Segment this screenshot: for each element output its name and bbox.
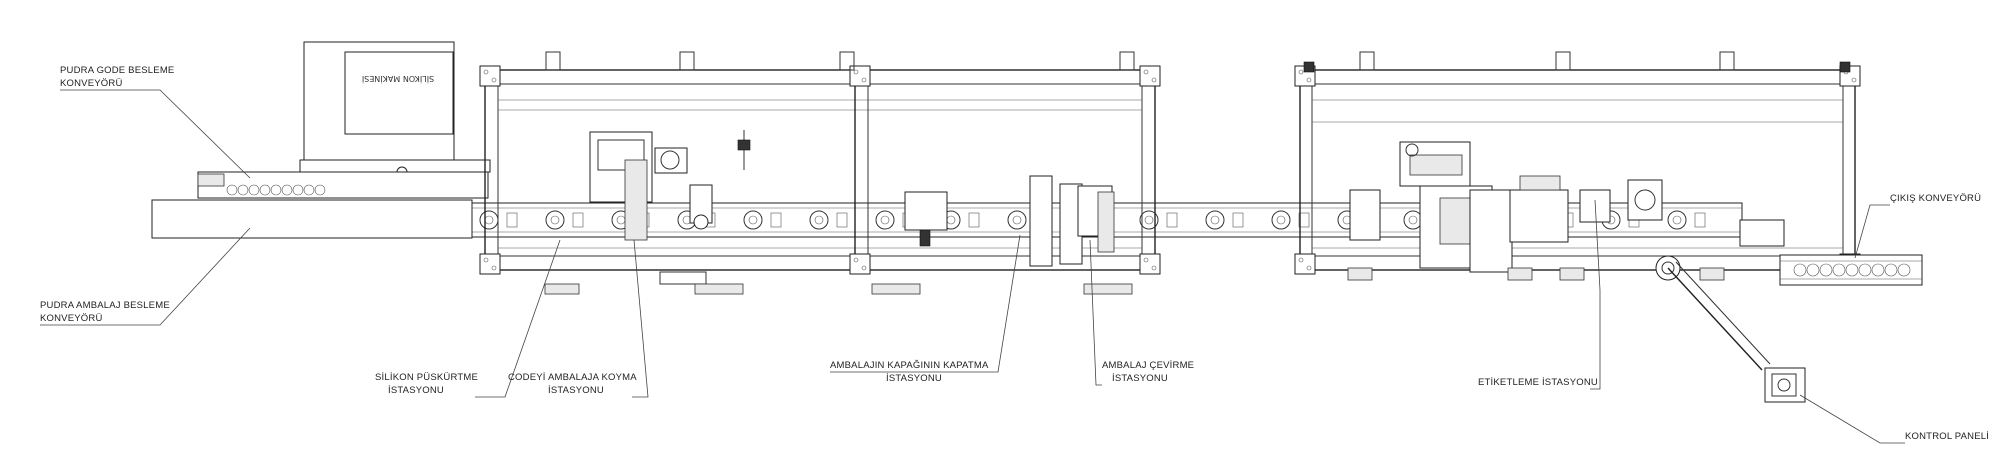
gode-item [259,184,271,196]
roller [1667,210,1687,230]
frame-bracket [849,65,871,87]
roller-hub [814,215,824,225]
output-item [1845,263,1859,277]
label-pudra-gode-1: PUDRA GODE BESLEME [60,65,174,76]
bolt [1851,77,1857,83]
output-item [1871,263,1885,277]
bolt [853,257,859,263]
roller-block [770,212,782,228]
gode-item [281,184,293,196]
roller-block [506,212,518,228]
frame-bracket [479,253,501,275]
frame-2 [1294,51,1861,281]
output-item [1858,263,1872,277]
left-feed-section: SİLİKON MAKİNESİ [151,41,491,239]
label-cevirme-2: İSTASYONU [1112,373,1168,384]
roller-block [836,212,848,228]
label-codeyi-2: İSTASYONU [548,385,604,396]
gode-item [314,184,326,196]
roller-block [968,212,980,228]
roller [875,210,895,230]
label-kontrol: KONTROL PANELİ [1905,431,1989,442]
gode-item [237,184,249,196]
frame-1 [479,51,1161,295]
label-pudra-gode-2: KONVEYÖRÜ [60,78,123,89]
roller-hub [1276,215,1286,225]
bolt [1306,77,1312,83]
gode-item [226,184,238,196]
bolt [1306,265,1312,271]
label-codeyi-1: CODEYİ AMBALAJA KOYMA [508,372,637,383]
roller-hub [1012,215,1022,225]
label-silikon-1: SİLİKON PÜSKÜRTME [375,372,478,383]
roller-hub [748,215,758,225]
bolt [1151,265,1157,271]
roller [1139,210,1159,230]
roller [809,210,829,230]
callouts: PUDRA GODE BESLEME KONVEYÖRÜ PUDRA AMBAL… [40,65,1989,444]
roller-hub [550,215,560,225]
frame-bracket [1139,253,1161,275]
label-cikis: ÇIKIŞ KONVEYÖRÜ [1890,193,1981,204]
label-etiketleme: ETİKETLEME İSTASYONU [1478,377,1598,388]
output-item [1819,263,1833,277]
bolt [861,265,867,271]
frame-bracket [849,253,871,275]
bolt [853,69,859,75]
bolt [491,265,497,271]
roller-hub [880,215,890,225]
roller [545,210,565,230]
roller [1271,210,1291,230]
roller [1205,210,1225,230]
gode-item [248,184,260,196]
roller-block [1694,212,1706,228]
bolt [483,257,489,263]
roller [1007,210,1027,230]
output-item [1884,263,1898,277]
roller-block [1232,212,1244,228]
roller-hub [1144,215,1154,225]
roller-hub [1210,215,1220,225]
roller [743,210,763,230]
gode-item [292,184,304,196]
gode-item [303,184,315,196]
label-kapak-2: İSTASYONU [886,373,942,384]
output-item [1806,263,1820,277]
output-item [1832,263,1846,277]
bolt [1298,69,1304,75]
label-pudra-ambalaj-2: KONVEYÖRÜ [40,313,103,324]
output-item [1897,263,1911,277]
bolt [1143,69,1149,75]
roller-block [1166,212,1178,228]
control-panel [1764,367,1806,403]
bolt [1298,257,1304,263]
roller-hub [1408,215,1418,225]
cabinet-text: SİLİKON MAKİNESİ [362,74,434,84]
roller-block [572,212,584,228]
label-silikon-2: İSTASYONU [388,385,444,396]
control-panel-arm [1655,255,1806,403]
label-kapak-1: AMBALAJIN KAPAĞININ KAPATMA [830,360,989,371]
output-conveyor [1779,254,1923,286]
bolt [491,77,497,83]
roller-block [1298,212,1310,228]
frame-bracket [479,65,501,87]
label-cevirme-1: AMBALAJ ÇEVİRME [1102,360,1194,371]
bolt [861,77,867,83]
output-item [1793,263,1807,277]
bolt [1151,77,1157,83]
roller-hub [1672,215,1682,225]
bolt [1143,257,1149,263]
frame-bracket [1139,65,1161,87]
bolt [483,69,489,75]
label-pudra-ambalaj-1: PUDRA AMBALAJ BESLEME [40,300,170,311]
gode-item [270,184,282,196]
frame-bracket [1294,253,1316,275]
